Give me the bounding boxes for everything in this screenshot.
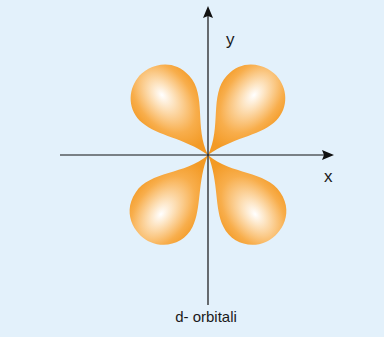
caption-label: d- orbitali bbox=[175, 309, 237, 326]
y-axis-arrowhead bbox=[203, 6, 213, 18]
x-axis-arrowhead bbox=[322, 150, 334, 160]
axis-label: x bbox=[324, 168, 333, 187]
axis-label: y bbox=[226, 31, 235, 50]
axes bbox=[60, 12, 328, 305]
